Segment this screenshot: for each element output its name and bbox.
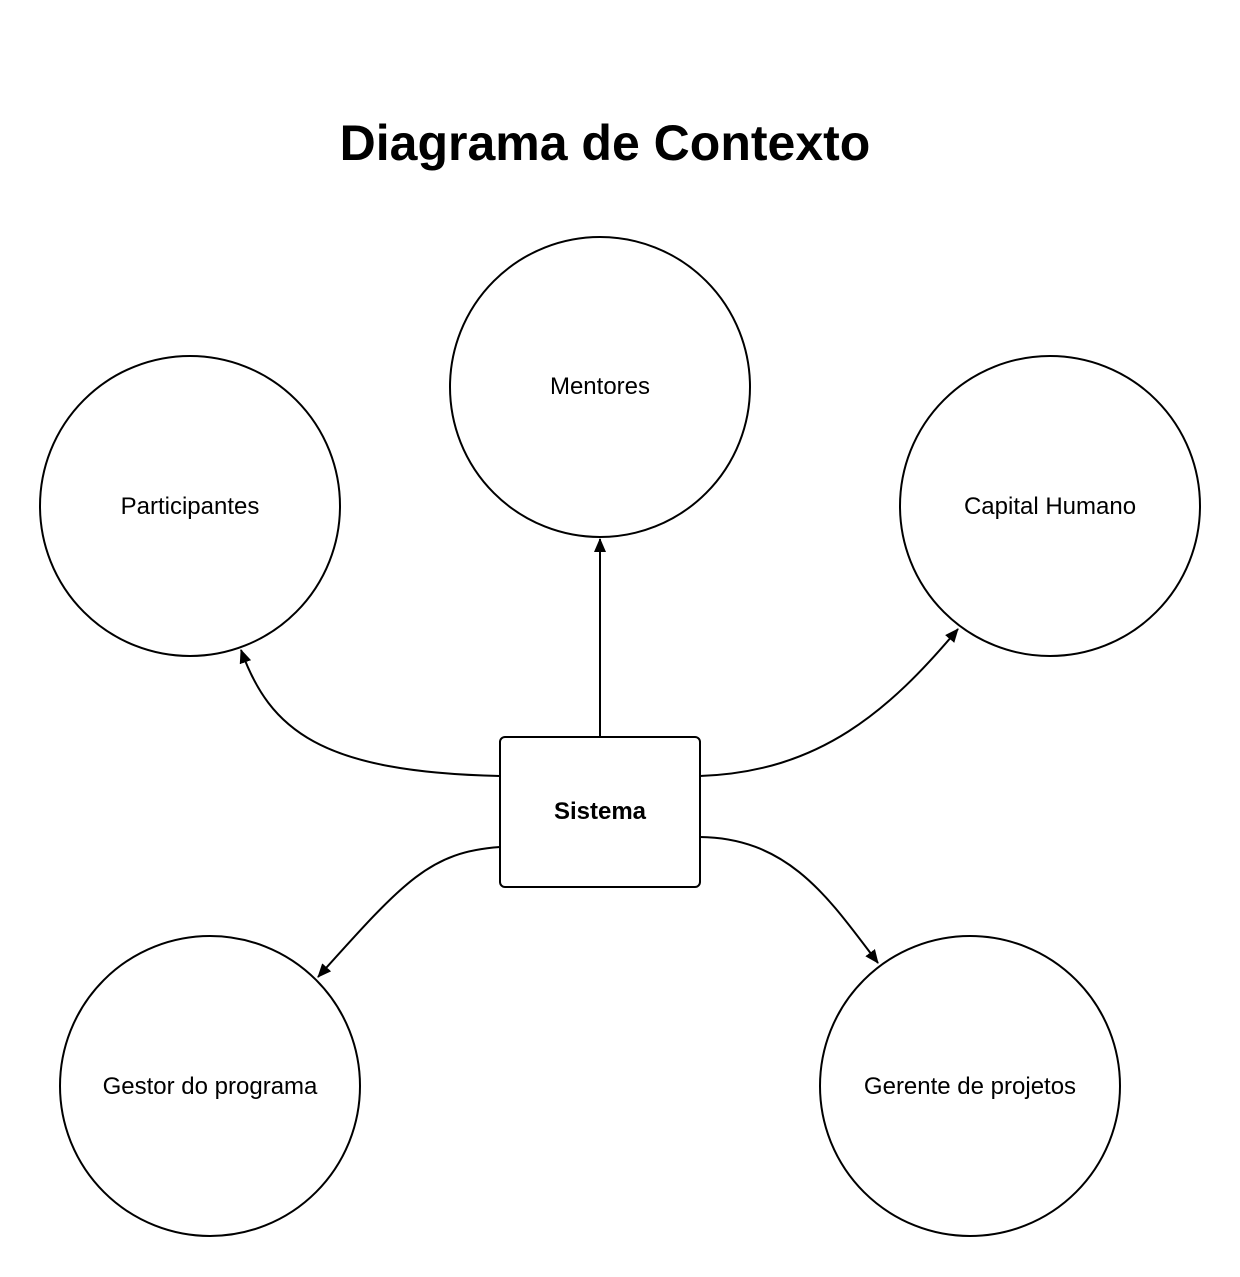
edge-sistema-gestor-do-programa	[317, 846, 501, 978]
entity-gerente-de-projetos[interactable]: Gerente de projetos	[819, 935, 1121, 1237]
entity-label: Participantes	[121, 493, 260, 520]
entity-label: Gestor do programa	[103, 1073, 318, 1100]
system-label: Sistema	[554, 798, 647, 825]
entity-gestor-do-programa[interactable]: Gestor do programa	[59, 935, 361, 1237]
system-box	[499, 736, 701, 888]
edge-sistema-participantes	[239, 649, 501, 777]
entity-label: Gerente de projetos	[864, 1073, 1076, 1100]
entity-participantes[interactable]: Participantes	[39, 355, 341, 657]
entity-circle	[59, 935, 361, 1237]
entity-capital-humano[interactable]: Capital Humano	[899, 355, 1201, 657]
edge-sistema-capital-humano	[699, 628, 959, 777]
entity-circle	[819, 935, 1121, 1237]
system-node[interactable]: Sistema	[499, 736, 701, 888]
edges	[239, 538, 959, 978]
entity-circle	[39, 355, 341, 657]
entity-label: Capital Humano	[964, 493, 1136, 520]
diagram-title: Diagrama de Contexto	[340, 115, 871, 171]
entity-circle	[449, 236, 751, 538]
entity-mentores[interactable]: Mentores	[449, 236, 751, 538]
entity-circle	[899, 355, 1201, 657]
entity-label: Mentores	[550, 373, 650, 400]
edge-sistema-gerente-de-projetos	[699, 836, 879, 964]
